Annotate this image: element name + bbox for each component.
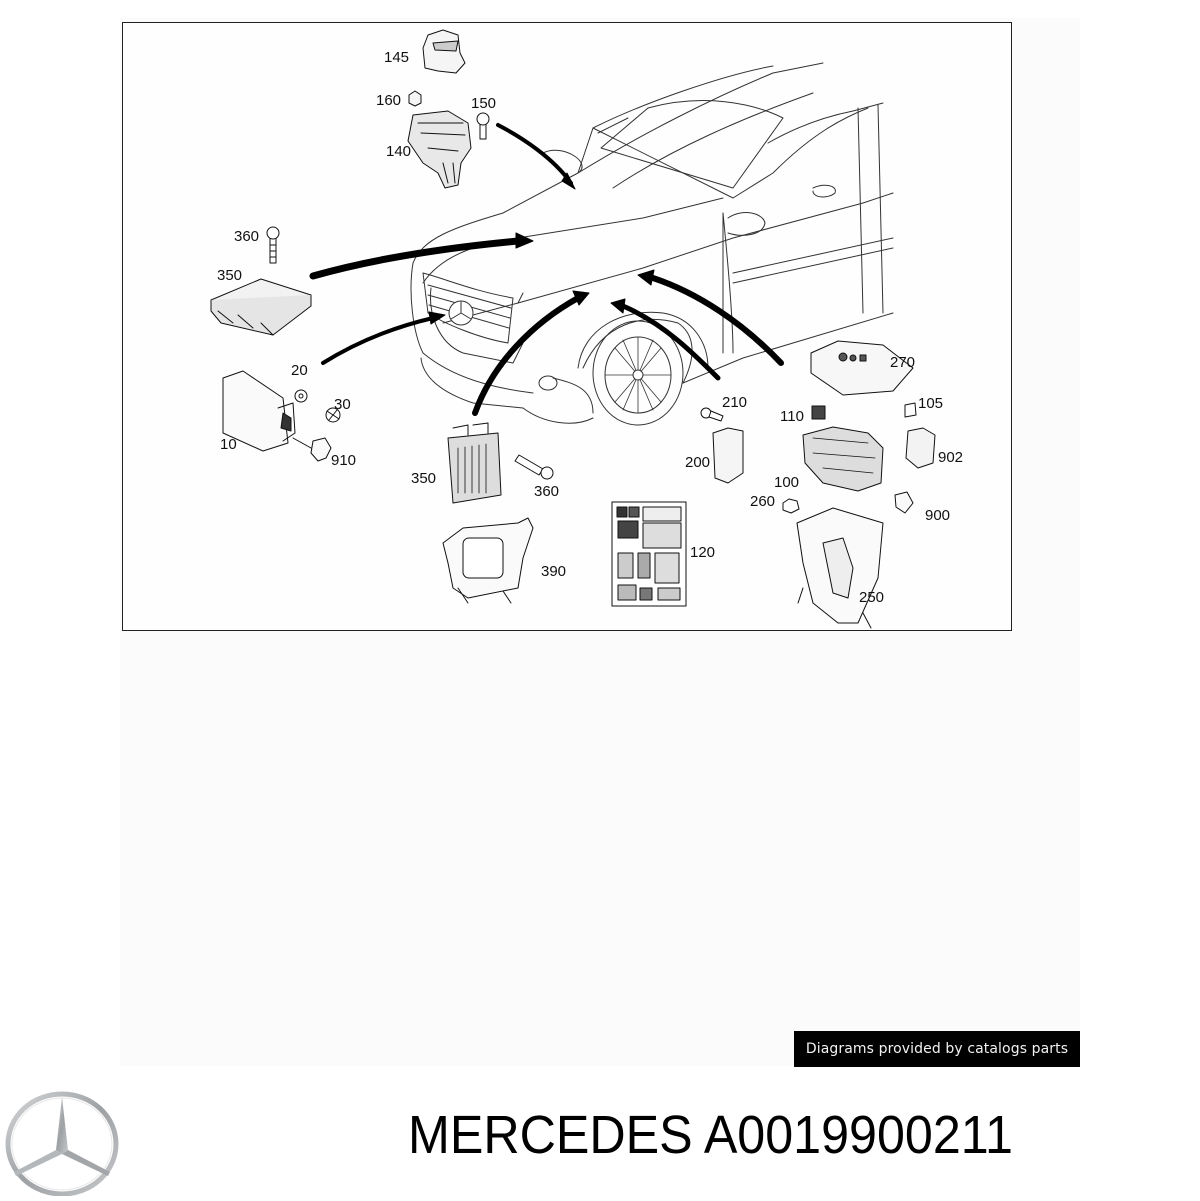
part-160-nut	[408, 90, 422, 107]
callout-200: 200	[685, 454, 711, 471]
callout-100: 100	[774, 474, 800, 491]
windshield	[600, 100, 784, 189]
callout-390: 390	[541, 563, 567, 580]
part-250-tray	[796, 507, 884, 629]
part-210-bolt	[700, 407, 724, 422]
part-910-connector	[292, 437, 332, 462]
callout-140: 140	[386, 143, 412, 160]
part-390-bracket	[442, 517, 534, 604]
part-200-relay	[712, 427, 744, 484]
part-145-cover	[422, 29, 466, 74]
callout-10: 10	[220, 436, 237, 453]
callout-160: 160	[376, 92, 402, 109]
callout-145: 145	[384, 49, 410, 66]
callout-110: 110	[780, 408, 804, 425]
callout-260: 260	[750, 493, 776, 510]
part-20-nut	[294, 389, 308, 403]
callout-120: 120	[690, 544, 716, 561]
part-30-clip	[325, 407, 341, 423]
part-350-control-unit-left	[210, 278, 312, 336]
callout-910: 910	[331, 452, 357, 469]
callout-105: 105	[918, 395, 944, 412]
part-150-screw	[476, 112, 490, 140]
part-100-fuse-box	[802, 426, 884, 492]
part-title: MERCEDES A0019900211	[408, 1108, 1013, 1162]
part-260-nut	[782, 498, 800, 514]
part-number: A0019900211	[703, 1105, 1013, 1165]
callout-30: 30	[334, 396, 351, 413]
credit-text: Diagrams provided by catalogs parts	[805, 1041, 1069, 1057]
callout-270: 270	[890, 354, 916, 371]
part-120-label-sheet	[611, 501, 687, 607]
grille	[422, 272, 514, 344]
callout-210: 210	[722, 394, 748, 411]
callout-900: 900	[925, 507, 951, 524]
callout-360-bottom: 360	[534, 483, 560, 500]
part-360-bolt-bottom	[514, 454, 554, 480]
pointer-arrows	[309, 123, 784, 416]
part-140-module	[407, 110, 472, 189]
mercedes-star-icon	[4, 1088, 120, 1201]
brand-name: MERCEDES	[408, 1105, 693, 1165]
part-110-relay	[811, 405, 826, 420]
callout-350-bottom: 350	[411, 470, 437, 487]
front-wheel	[577, 311, 709, 426]
callout-902: 902	[938, 449, 964, 466]
fog-lamp	[538, 375, 558, 391]
callout-150: 150	[471, 95, 497, 112]
part-270-cover	[810, 340, 914, 396]
part-105-fuse	[904, 402, 917, 418]
callout-350-left: 350	[217, 267, 243, 284]
parts-diagram: 145 160 150 140 360 350 20 30 10 910 350…	[122, 22, 1012, 631]
callout-250: 250	[859, 589, 885, 606]
callout-360-top: 360	[234, 228, 260, 245]
part-10-sensor	[222, 370, 296, 452]
car-illustration	[210, 29, 936, 629]
part-350-ecu-bottom	[447, 422, 502, 504]
diagram-credit-banner: Diagrams provided by catalogs parts	[794, 1031, 1080, 1067]
part-902-connector	[905, 427, 936, 469]
part-360-bolt-top	[266, 226, 280, 264]
part-900-connector	[894, 491, 914, 514]
callout-20: 20	[291, 362, 308, 379]
